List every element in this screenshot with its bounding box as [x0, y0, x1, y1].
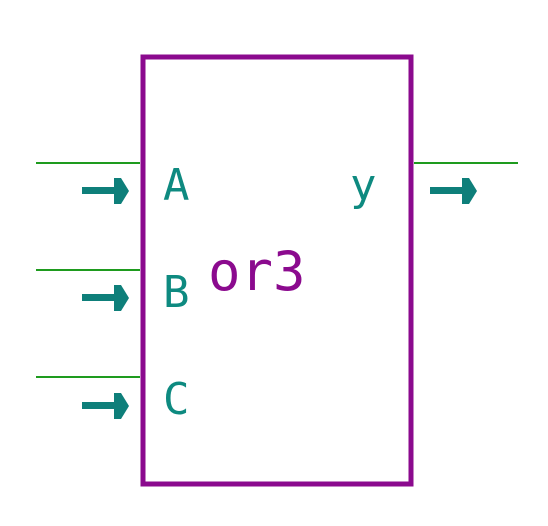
- input-pin-label-a: A: [163, 160, 190, 211]
- output-pin-label-y: y: [350, 160, 377, 211]
- component-body[interactable]: [140, 54, 414, 487]
- input-arrow-icon: [82, 178, 129, 204]
- input-pin-a[interactable]: A: [36, 160, 190, 211]
- output-pin-y[interactable]: y: [350, 160, 518, 211]
- input-pin-label-c: C: [163, 374, 190, 425]
- input-pin-b[interactable]: B: [36, 267, 190, 318]
- input-arrow-icon: [82, 285, 129, 311]
- input-arrow-icon: [82, 393, 129, 419]
- output-arrow-icon: [430, 178, 477, 204]
- input-pin-label-b: B: [163, 267, 190, 318]
- input-pin-c[interactable]: C: [36, 374, 190, 425]
- component-name: or3: [208, 240, 306, 303]
